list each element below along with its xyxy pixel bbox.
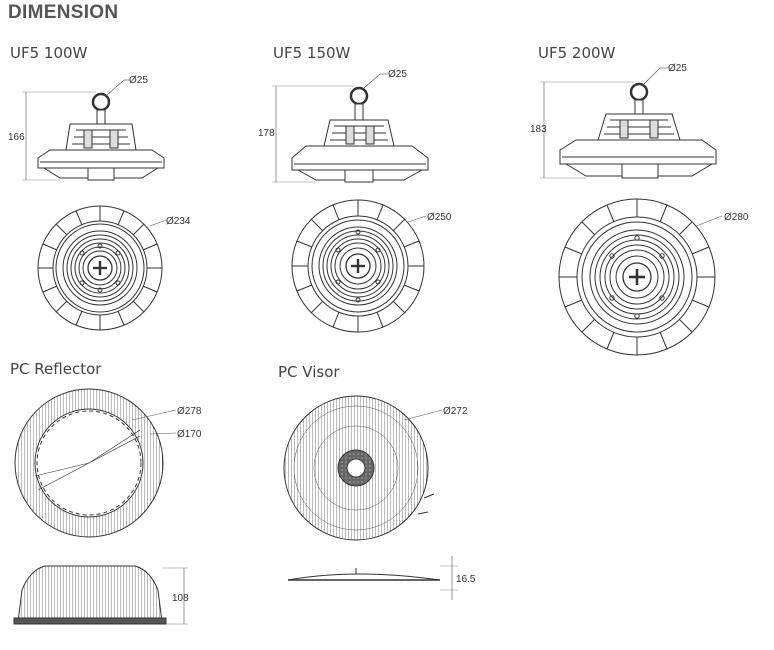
model-200w-title: UF5 200W xyxy=(538,44,616,62)
reflector-height-label: 108 xyxy=(172,593,189,604)
model-150w-side-view xyxy=(272,73,429,183)
reflector-side-view xyxy=(13,565,188,625)
model-100w-eye-label: Ø25 xyxy=(129,75,148,86)
visor-title: PC Visor xyxy=(278,363,340,381)
model-100w-diameter-label: Ø234 xyxy=(166,216,191,227)
visor-diameter-label: Ø272 xyxy=(443,406,468,417)
model-150w-eye-label: Ø25 xyxy=(388,69,407,80)
model-200w-top-view xyxy=(558,198,723,356)
reflector-outer-label: Ø278 xyxy=(177,406,202,417)
visor-top-view xyxy=(283,395,443,541)
reflector-top-view xyxy=(14,388,177,538)
model-150w-top-view xyxy=(291,199,427,333)
model-100w-title: UF5 100W xyxy=(10,44,88,62)
visor-side-view xyxy=(287,556,458,600)
model-100w-side-view xyxy=(22,79,165,181)
page-title: DIMENSION xyxy=(8,2,119,23)
model-150w-diameter-label: Ø250 xyxy=(427,212,452,223)
model-200w-side-view xyxy=(540,67,717,179)
model-150w-height-label: 178 xyxy=(258,128,275,139)
reflector-title: PC Reflector xyxy=(10,360,102,378)
model-150w-title: UF5 150W xyxy=(273,44,351,62)
model-200w-diameter-label: Ø280 xyxy=(724,212,749,223)
model-100w-height-label: 166 xyxy=(8,132,25,143)
model-200w-eye-label: Ø25 xyxy=(668,63,687,74)
model-100w-top-view xyxy=(37,205,167,331)
visor-height-label: 16.5 xyxy=(456,574,476,585)
reflector-inner-label: Ø170 xyxy=(177,429,202,440)
model-200w-height-label: 183 xyxy=(530,124,547,135)
